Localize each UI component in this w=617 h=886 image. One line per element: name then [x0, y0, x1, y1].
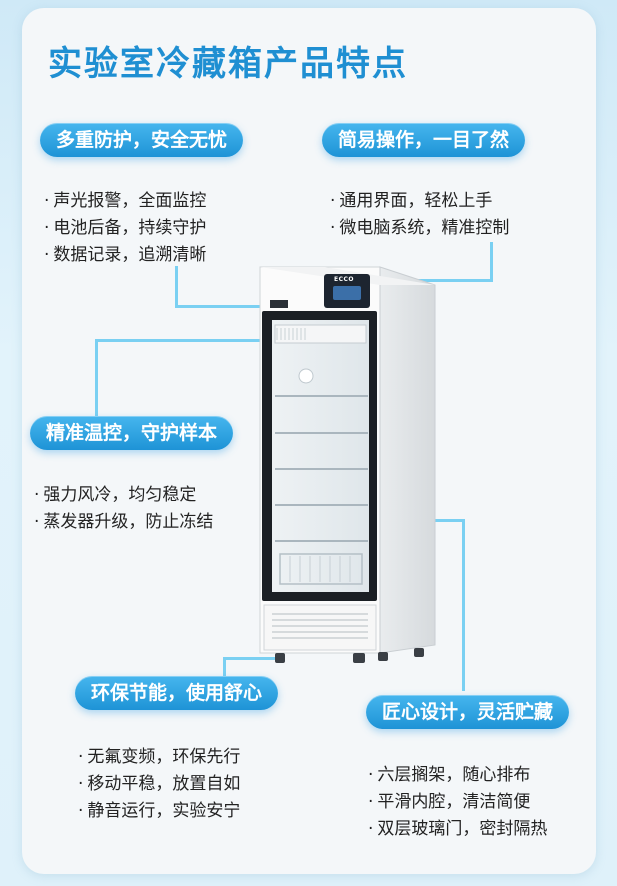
- list-item: 无氟变频，环保先行: [78, 744, 240, 771]
- list-item: 数据记录，追溯清晰: [44, 242, 206, 269]
- shelves: [275, 395, 368, 542]
- list-item: 微电脑系统，精准控制: [330, 215, 509, 242]
- feature-list-operation: 通用界面，轻松上手 微电脑系统，精准控制: [330, 188, 509, 242]
- list-item: 平滑内腔，清洁简便: [368, 789, 547, 816]
- feature-heading-eco: 环保节能，使用舒心: [75, 676, 279, 710]
- list-item: 通用界面，轻松上手: [330, 188, 509, 215]
- list-item: 双层玻璃门，密封隔热: [368, 816, 547, 843]
- connector-temperature: [95, 339, 310, 342]
- feature-heading-operation: 简易操作，一目了然: [322, 123, 526, 157]
- feature-list-eco: 无氟变频，环保先行 移动平稳，放置自如 静音运行，实验安宁: [78, 744, 240, 825]
- list-item: 静音运行，实验安宁: [78, 798, 240, 825]
- connector-operation: [490, 242, 493, 282]
- connector-eco: [223, 657, 226, 683]
- list-item: 电池后备，持续守护: [44, 215, 206, 242]
- feature-heading-temperature: 精准温控，守护样本: [30, 416, 234, 450]
- list-item: 声光报警，全面监控: [44, 188, 206, 215]
- feature-list-temperature: 强力风冷，均匀稳定 蒸发器升级，防止冻结: [34, 482, 213, 536]
- feature-heading-design: 匠心设计，灵活贮藏: [366, 695, 570, 729]
- brand-logo: ECCO: [334, 276, 355, 283]
- list-item: 蒸发器升级，防止冻结: [34, 509, 213, 536]
- feature-list-design: 六层搁架，随心排布 平滑内腔，清洁简便 双层玻璃门，密封隔热: [368, 762, 547, 843]
- feature-list-safety: 声光报警，全面监控 电池后备，持续守护 数据记录，追溯清晰: [44, 188, 206, 269]
- connector-safety: [175, 305, 275, 308]
- connector-safety: [175, 266, 178, 308]
- feature-heading-safety: 多重防护，安全无忧: [40, 123, 244, 157]
- connector-temperature: [95, 339, 98, 417]
- page-title: 实验室冷藏箱产品特点: [48, 44, 408, 84]
- connector-eco: [223, 657, 283, 660]
- list-item: 强力风冷，均匀稳定: [34, 482, 213, 509]
- list-item: 六层搁架，随心排布: [368, 762, 547, 789]
- connector-design: [462, 519, 465, 691]
- list-item: 移动平稳，放置自如: [78, 771, 240, 798]
